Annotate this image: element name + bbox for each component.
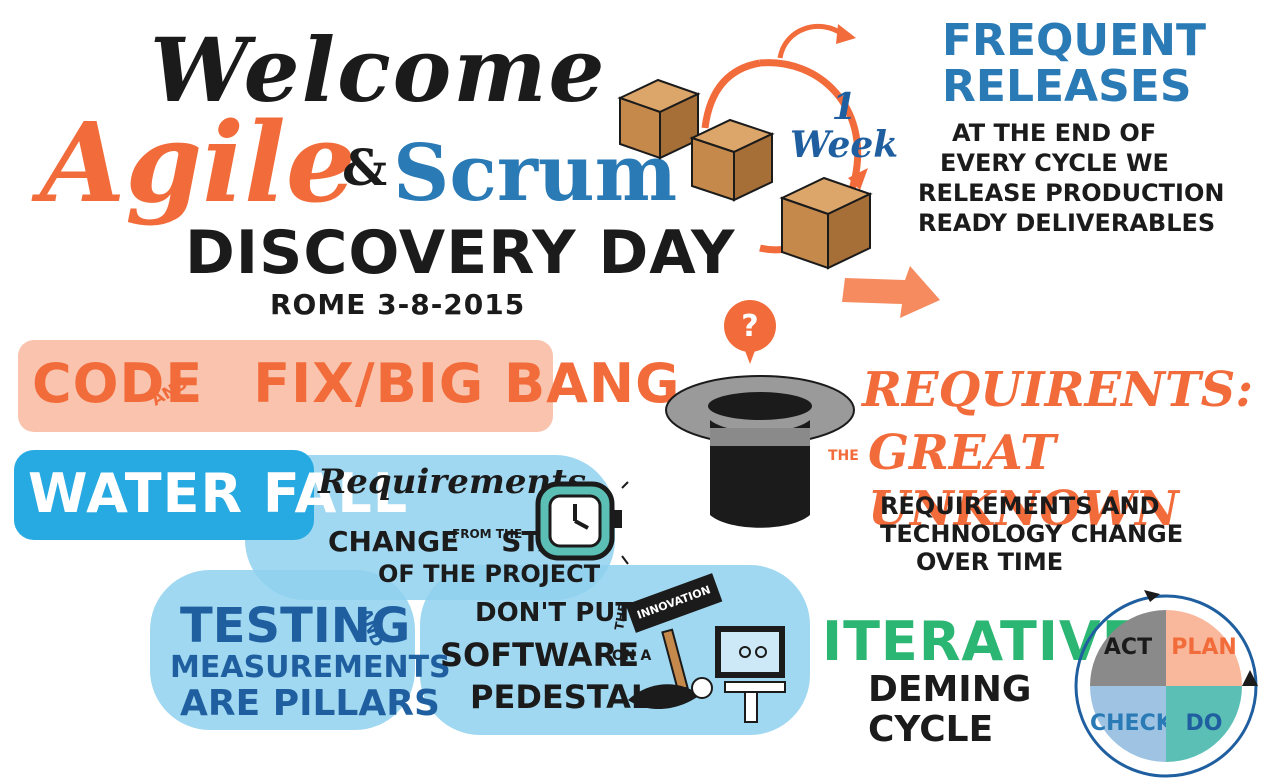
- frequent-releases-heading: FREQUENT RELEASES: [942, 18, 1206, 110]
- release-line-3: RELEASE PRODUCTION: [918, 179, 1225, 207]
- waterfall-text: WATER FALL: [28, 462, 409, 525]
- code-fix-banner: [18, 340, 553, 432]
- hammer-icon: [628, 628, 713, 710]
- iterative-word: ITERATIVE: [822, 610, 1140, 673]
- testing-word: TESTING: [180, 598, 411, 654]
- the-label: THE: [828, 448, 859, 464]
- release-line-4: READY DELIVERABLES: [918, 209, 1216, 237]
- circular-arrow-icon: [1074, 590, 1258, 778]
- discovery-day-title: DISCOVERY DAY: [185, 218, 736, 288]
- frequent-releases-body: AT THE END OF EVERY CYCLE WE RELEASE PRO…: [918, 118, 1224, 238]
- release-line-2: EVERY CYCLE WE: [940, 149, 1169, 177]
- release-line-1: AT THE END OF: [952, 119, 1157, 147]
- measurements-word: MEASUREMENTS: [170, 650, 451, 685]
- releases-word: RELEASES: [942, 61, 1192, 112]
- one-week-number: 1: [831, 86, 857, 128]
- on-a-text: ON A: [612, 648, 652, 664]
- one-week-word: Week: [790, 124, 899, 166]
- from-the-text: FROM THE: [452, 527, 523, 541]
- cycle-word: CYCLE: [868, 709, 994, 750]
- software-word: SOFTWARE: [440, 636, 640, 674]
- deming-cycle-text: DEMING CYCLE: [868, 670, 1031, 750]
- agile-title: Agile: [40, 98, 356, 227]
- are-pillars-text: ARE PILLARS: [180, 683, 440, 724]
- code-fix-text: CODE FIX/BIG BANG: [32, 352, 680, 415]
- welcome-title: Welcome: [150, 18, 607, 122]
- place-date: ROME 3-8-2015: [270, 288, 526, 321]
- question-mark: ?: [741, 309, 758, 344]
- requirents-heading: REQUIRENTS:: [862, 362, 1254, 418]
- great-unknown-heading: GREAT UNKNOWN: [868, 425, 1179, 537]
- pedestal-word: PEDESTAL: [470, 678, 652, 716]
- testing-blob: [150, 570, 415, 730]
- clock-icon: [530, 481, 629, 565]
- dont-put-text: DON'T PUT: [475, 598, 634, 628]
- of-the-project-text: OF THE PROJECT: [378, 560, 601, 588]
- requirements-body: REQUIREMENTS AND TECHNOLOGY CHANGE OVER …: [880, 492, 1183, 576]
- change-word: CHANGE: [328, 525, 460, 558]
- req-line-1: REQUIREMENTS AND: [880, 492, 1160, 520]
- frequent-word: FREQUENT: [942, 15, 1207, 66]
- req-line-3: OVER TIME: [916, 548, 1064, 576]
- computer-icon: [715, 626, 786, 723]
- req-line-2: TECHNOLOGY CHANGE: [880, 520, 1184, 548]
- one-week-label: 1 Week: [790, 88, 898, 164]
- deming-word: DEMING: [868, 669, 1032, 710]
- ampersand: &: [342, 138, 388, 197]
- waterfall-banner: [14, 450, 314, 540]
- question-bubble-icon: ?: [724, 300, 776, 364]
- fix-big-bang-word: FIX/BIG BANG: [253, 352, 681, 415]
- code-word: CODE: [32, 352, 204, 415]
- top-hat-icon: [665, 375, 855, 528]
- cardboard-box-icon: [617, 23, 940, 318]
